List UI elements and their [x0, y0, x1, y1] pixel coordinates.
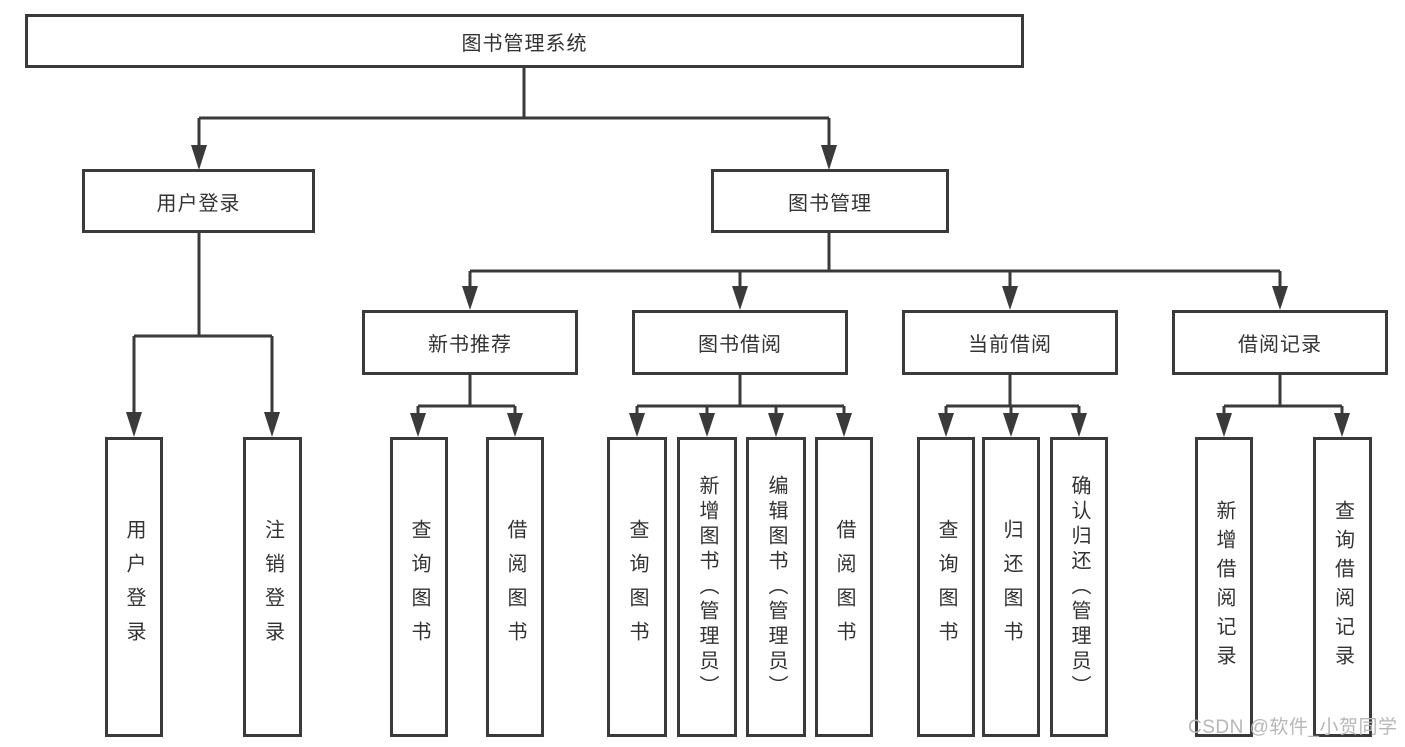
leaf-user-login-label: 用户登录: [123, 519, 145, 655]
connector-bookborrow-to-leaves: [635, 375, 846, 414]
connector-bookmgmt-to-level3: [468, 233, 1282, 287]
leaf-borrow-books-1: 借阅图书: [486, 437, 544, 737]
leaf-add-books-admin-label: 新增图书（管理员）: [696, 474, 718, 700]
leaf-query-books-3-label: 查询图书: [935, 519, 957, 655]
node-book-management: 图书管理: [711, 169, 949, 233]
leaf-return-books: 归还图书: [982, 437, 1040, 737]
leaf-query-books-3: 查询图书: [917, 437, 975, 737]
node-new-book-recommendation: 新书推荐: [362, 310, 578, 375]
node-book-borrowing: 图书借阅: [632, 310, 848, 375]
node-current-borrowing: 当前借阅: [902, 310, 1118, 375]
watermark: CSDN @软件_小贺同学: [1188, 717, 1398, 738]
leaf-query-books-2-label: 查询图书: [626, 519, 648, 655]
leaf-add-borrow-record-label: 新增借阅记录: [1213, 500, 1235, 674]
leaf-edit-books-admin: 编辑图书（管理员）: [746, 437, 806, 737]
leaf-query-borrow-record-label: 查询借阅记录: [1331, 500, 1354, 674]
leaf-query-books-2: 查询图书: [607, 437, 667, 737]
leaf-logout-login: 注销登录: [243, 437, 302, 737]
leaf-borrow-books-2-label: 借阅图书: [833, 519, 855, 655]
node-library-system: 图书管理系统: [25, 14, 1024, 68]
leaf-borrow-books-2: 借阅图书: [815, 437, 873, 737]
connector-newbook-to-leaves: [416, 375, 517, 414]
connector-userlogin-to-leaves: [132, 233, 274, 413]
leaf-confirm-return-admin: 确认归还（管理员）: [1050, 437, 1108, 737]
leaf-borrow-books-1-label: 借阅图书: [504, 519, 526, 655]
leaf-logout-login-label: 注销登录: [261, 519, 284, 655]
node-user-login: 用户登录: [82, 169, 315, 233]
leaf-edit-books-admin-label: 编辑图书（管理员）: [765, 474, 787, 700]
leaf-user-login: 用户登录: [105, 437, 163, 737]
leaf-add-borrow-record: 新增借阅记录: [1195, 437, 1253, 737]
connector-root-to-level2: [197, 68, 831, 146]
leaf-query-books-1-label: 查询图书: [408, 519, 430, 655]
connector-records-to-leaves: [1222, 375, 1344, 414]
leaf-query-books-1: 查询图书: [390, 437, 448, 737]
connector-currentborrow-to-leaves: [944, 375, 1081, 414]
arrowheads: [126, 145, 1350, 437]
leaf-add-books-admin: 新增图书（管理员）: [677, 437, 737, 737]
node-borrowing-records: 借阅记录: [1172, 310, 1388, 375]
leaf-return-books-label: 归还图书: [1000, 519, 1022, 655]
leaf-query-borrow-record: 查询借阅记录: [1313, 437, 1372, 737]
leaf-confirm-return-admin-label: 确认归还（管理员）: [1068, 474, 1090, 700]
